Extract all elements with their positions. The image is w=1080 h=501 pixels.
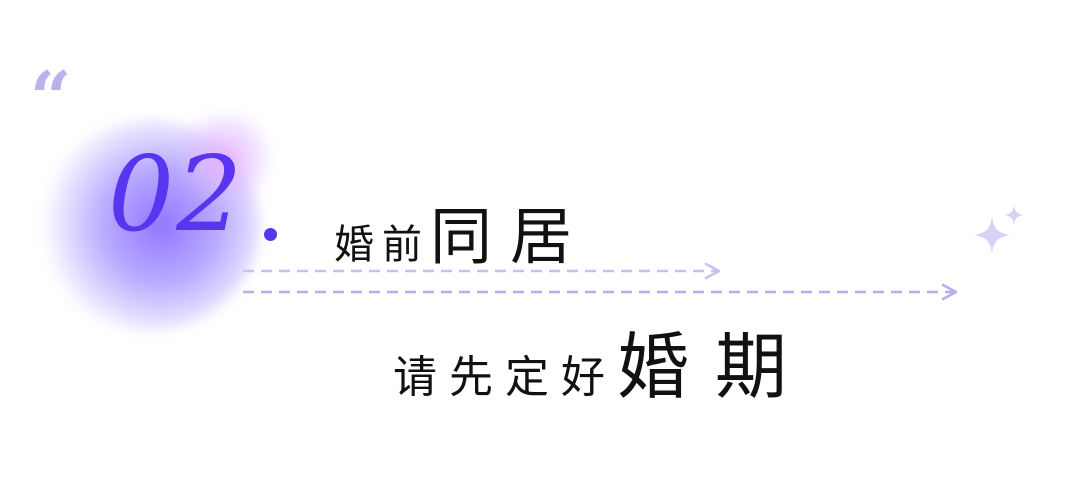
- section-number-dot: [264, 228, 277, 241]
- quote-mark-icon: “: [30, 55, 72, 140]
- sparkle-icon: [974, 205, 1024, 253]
- pink-glow-blob: [175, 108, 275, 208]
- section-subheading-part2: 婚期: [617, 325, 814, 409]
- section-heading-part2: 同居: [430, 200, 591, 273]
- section-heading-part1: 婚前: [334, 222, 430, 268]
- section-heading: 婚前同居: [334, 186, 590, 276]
- section-subheading: 请先定好婚期: [393, 308, 813, 413]
- dashed-arrow-icon: [243, 283, 958, 301]
- section-number: 02: [108, 133, 245, 255]
- section-subheading-part1: 请先定好: [393, 352, 617, 403]
